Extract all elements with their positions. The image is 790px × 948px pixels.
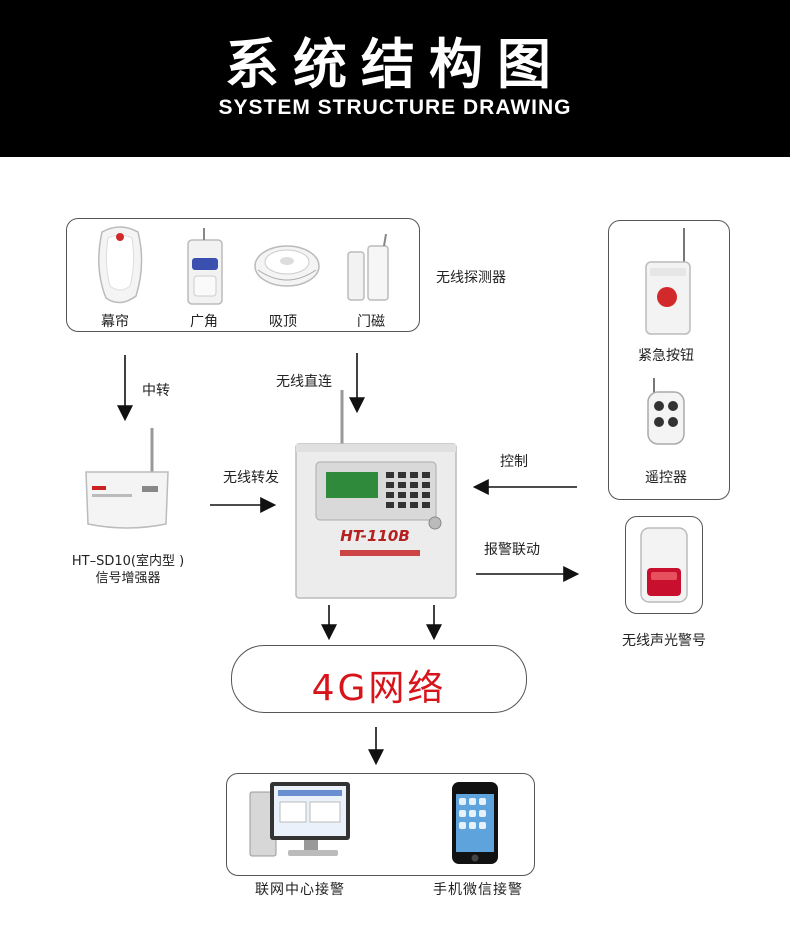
direct-label: 无线直连	[276, 374, 332, 390]
remote-control-icon	[647, 378, 685, 445]
repeater-model-label: HT–SD10(室内型 )	[71, 554, 185, 569]
door-magnet-icon	[347, 234, 389, 301]
siren-icon	[640, 527, 688, 603]
computer-icon	[249, 782, 350, 857]
panic-button-icon	[645, 228, 691, 335]
curtain-detector-icon	[98, 226, 143, 304]
alarm-link-label: 报警联动	[484, 542, 540, 558]
alarm-panel-icon	[295, 390, 457, 599]
wireless-detector-label: 无线探测器	[436, 270, 506, 286]
wide-angle-detector-icon	[187, 228, 223, 305]
network-label: 4G网络	[311, 668, 447, 709]
page-title: 系统结构图	[225, 33, 565, 96]
relay-label: 中转	[142, 383, 170, 399]
wide-angle-label: 广角	[190, 314, 218, 330]
repeater-name-label: 信号增强器	[95, 571, 161, 586]
page-subtitle: SYSTEM STRUCTURE DRAWING	[218, 96, 572, 119]
ceiling-detector-icon	[254, 245, 320, 287]
siren-label: 无线声光警号	[622, 633, 706, 649]
remote-label: 遥控器	[645, 470, 687, 486]
network-pill: 4G网络	[231, 645, 527, 713]
smartphone-icon	[452, 782, 498, 864]
panel-brand-label: HT-110B	[340, 527, 410, 545]
control-label: 控制	[500, 454, 528, 470]
header-banner: 系统结构图 SYSTEM STRUCTURE DRAWING	[0, 0, 790, 157]
ceiling-label: 吸顶	[269, 314, 297, 330]
curtain-label: 幕帘	[101, 314, 129, 330]
repeater-device-icon	[85, 428, 169, 529]
panic-button-label: 紧急按钮	[638, 348, 694, 364]
mobile-receiver-label: 手机微信接警	[433, 882, 523, 898]
center-receiver-label: 联网中心接警	[255, 882, 345, 898]
forward-label: 无线转发	[223, 470, 279, 486]
door-magnet-label: 门磁	[357, 314, 385, 330]
